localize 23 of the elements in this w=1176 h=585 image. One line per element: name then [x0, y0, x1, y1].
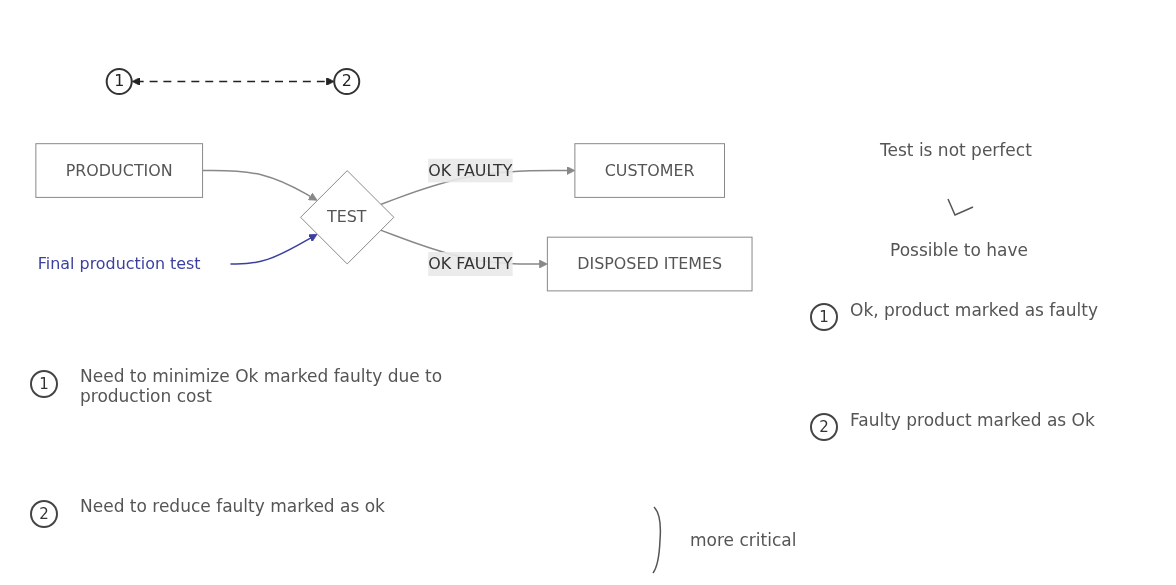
circled-number: 1: [30, 370, 58, 398]
node-circle: 2: [333, 68, 361, 96]
circled-number: 2: [30, 500, 58, 528]
node-box: CUSTOMER: [574, 143, 725, 198]
node-box: DISPOSED ITEMES: [546, 236, 753, 292]
note-text: Ok, product marked as faulty: [850, 300, 1099, 320]
arrow: [131, 77, 335, 86]
note-text: Need to reduce faulty marked as ok: [80, 496, 386, 516]
circled-number: 1: [810, 303, 838, 331]
circled-number: 2: [810, 413, 838, 441]
note-text: Faulty product marked as Ok: [850, 410, 1096, 430]
node-diamond: TEST: [300, 170, 395, 265]
note-text: Test is not perfect: [880, 140, 1032, 160]
node-circle: 1: [105, 68, 133, 96]
note-text: Need to minimize Ok marked faulty due to production cost: [80, 366, 444, 406]
edge-label: OK FAULTY: [428, 254, 513, 274]
node-box: PRODUCTION: [35, 143, 204, 198]
node-text: Final production test: [37, 254, 201, 274]
note-text: Possible to have: [890, 240, 1029, 260]
edge-label: OK FAULTY: [428, 160, 513, 180]
note-text: more critical: [690, 530, 797, 550]
arrow: [201, 169, 318, 201]
arrow: [229, 234, 318, 265]
